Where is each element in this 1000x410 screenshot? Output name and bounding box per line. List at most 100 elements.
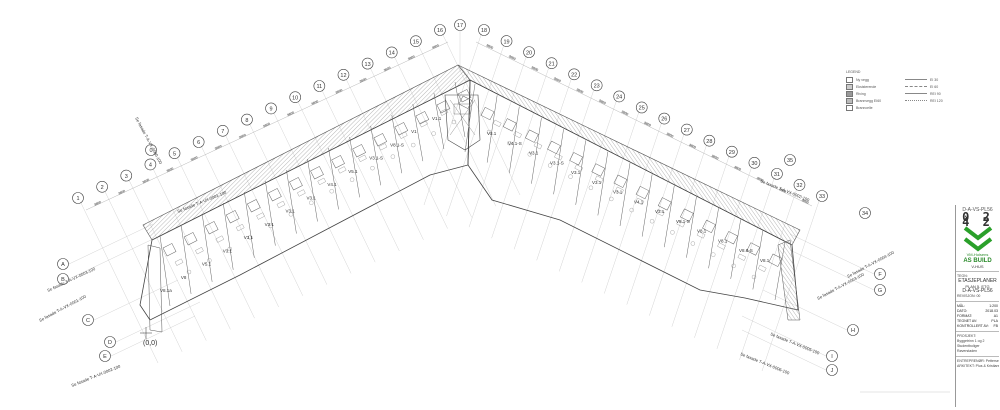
unit-label: V8.0-S [739,248,753,253]
grid-axis [442,34,521,196]
grid-bubble [590,79,603,92]
legend-item: Riving [846,90,906,97]
bed-symbol [174,258,184,266]
bathroom-box [569,152,583,166]
room-partitions-right [458,83,786,301]
table-symbol [431,131,436,136]
table-symbol [588,185,594,190]
bathroom-box [373,133,388,147]
grid-axis [115,301,201,343]
grid-bubble-label: 13 [365,62,371,68]
dimension-value: 3600 [598,99,606,106]
section-reference: Se fasade T-A-VX-0002-100 [71,363,122,388]
unit-label: V4.1 [327,182,337,187]
partition-wall [180,224,192,294]
legend-item: Ny vegg [846,76,906,83]
grid-bubble [523,46,535,58]
building-left-wing [139,64,471,333]
bed-symbol [358,154,367,162]
grid-bubble-label: 20 [526,50,532,56]
dimension-value: 3600 [576,88,584,95]
grid-bubble-label: 10 [292,95,298,101]
drawing-title: ETASJEPLANER [958,278,997,284]
legend-item: EI 30 [905,76,953,83]
revision: REVISJON: 00 [957,294,981,298]
company-logo-icon [963,226,992,252]
table-symbol [649,219,655,224]
grid-axis [346,79,424,240]
grid-axis [626,134,684,305]
grid-axis [741,329,827,371]
grid-axis [762,289,848,331]
partition-wall [159,235,171,307]
bed-symbol [215,235,225,243]
bathroom-box [457,89,472,103]
grid-bubble-label: 14 [389,51,395,57]
bathroom-box [268,188,282,202]
bathroom-box [591,163,606,177]
table-symbol [186,269,192,275]
grid-axis [68,223,154,265]
bathroom-box [613,174,628,188]
partition-wall [597,151,609,216]
bed-symbol [737,253,747,261]
unit-label: V4.1 [634,199,644,204]
grid-axis [104,191,183,352]
table-symbol [751,274,757,280]
grid-bubble-label: 7 [221,129,224,135]
dimension-value: 3600 [359,77,367,84]
legend-item: REI 120 [905,97,953,104]
unit-label: V3.1 [286,209,296,214]
bed-symbol [276,200,286,209]
grid-bubble-label: 25 [639,106,645,112]
project-line: Byggetrinn 1 og 2 [957,339,985,343]
grid-bubble [217,125,229,137]
grid-bubble-label: I [831,354,833,360]
grid-bubble [120,169,133,182]
dimension-chains: 3600360036003600360036003600360036003600… [85,41,813,211]
bed-symbol [337,166,347,174]
grid-bubble [144,158,157,171]
grid-axis [273,113,352,274]
partition-wall [486,95,498,163]
grid-bubble [874,268,886,280]
grid-bubble-label: 35 [787,158,793,164]
grid-axis [671,156,730,327]
partition-wall [201,213,213,282]
grid-bubble-label: 2 [101,185,104,191]
sheet-code-secondary: D-A-VS-PL56 [962,288,993,294]
dimension-value: 3600 [431,43,439,50]
grid-bubble-label: D [108,340,112,346]
table-symbol [609,196,614,202]
grid-bubble-label: 32 [796,183,802,189]
unit-label: V3.1 [244,235,254,240]
grid-axis [322,90,400,252]
grid-bubble [96,181,108,193]
grid-axis [153,169,231,330]
bathroom-box [310,166,324,180]
grid-axis [513,79,572,250]
grid-axis [536,90,594,261]
grid-bubble-label: 22 [571,72,577,78]
grid-axis [201,146,279,308]
grid-bubble [361,57,374,70]
grid-bubble-label: 1 [76,196,79,202]
dimension-value: 3600 [263,122,271,129]
bathroom-box [547,140,561,155]
grid-bubble [635,101,648,114]
bathroom-box [394,122,409,136]
bathroom-box [183,232,198,246]
grid-bubble-label: 27 [684,128,690,134]
bathroom-box [162,243,177,257]
bed-symbol [635,197,645,206]
partition-wall [575,140,586,205]
table-symbol [568,174,573,179]
partition-wall [619,162,631,227]
grid-bubble [434,24,446,36]
bed-symbol [492,119,502,127]
bed-symbol [676,220,685,228]
legend-lines: EI 30 EI 60 REI 90 REI 120 [905,76,953,104]
unit-labels: V8.1aV8V5.1V3.1V3.1V3.1V3.1V3.1V4.1V5.1V… [160,116,770,293]
